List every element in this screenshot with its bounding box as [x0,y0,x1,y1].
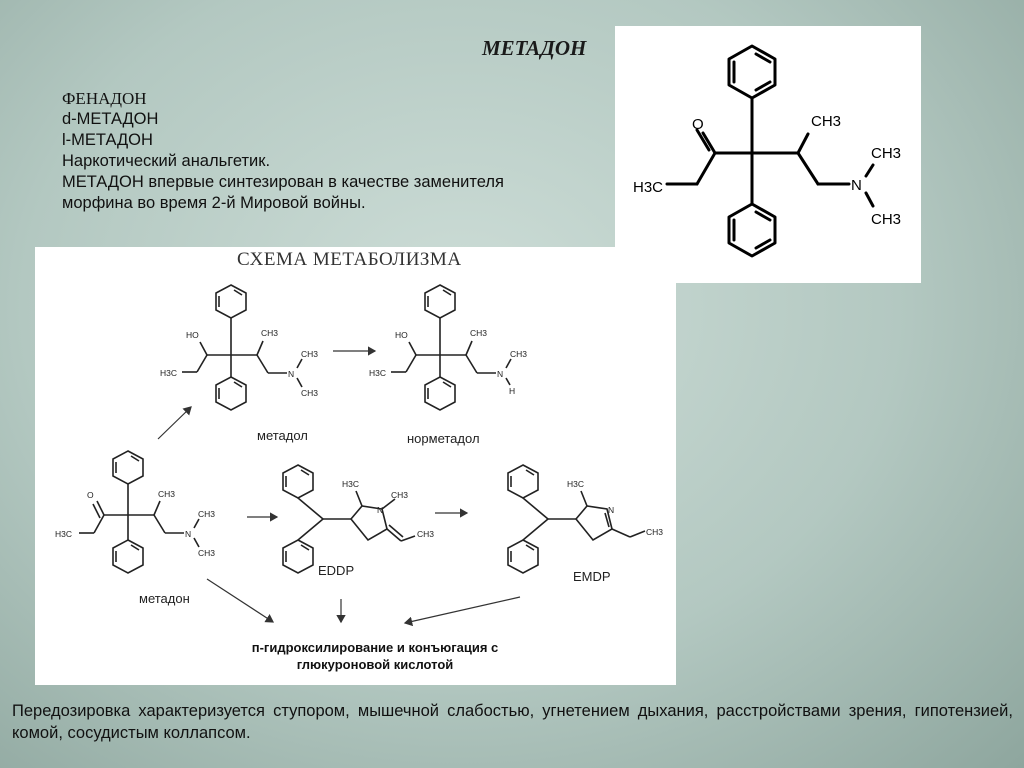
normethadol-n-label: N [497,369,503,379]
eddp-n-label: N [377,505,383,515]
methadol-n-label: N [288,369,294,379]
ch3-label-n-bottom: CH3 [871,211,901,228]
oxygen-label: O [692,116,704,133]
info-line-3: l-МЕТАДОН [62,131,153,149]
methadol-ho-label: HO [186,330,199,340]
methadone-small-structure: O H3C CH3 N CH3 CH3 [55,450,215,574]
methadol-ch3-n2-label: CH3 [301,388,318,398]
arrow-emdp-to-conjugation [403,596,521,627]
methadol-caption: метадол [257,428,308,443]
methadone-ch3-label: CH3 [158,489,175,499]
metabolism-scheme: HO H3C CH3 N CH3 CH3 [55,284,663,627]
arrow-methadone-to-conjugation [206,578,275,623]
methadone-n-label: N [185,529,191,539]
emdp-n-label: N [608,505,614,515]
methadol-structure: HO H3C CH3 N CH3 CH3 [160,284,318,411]
arrow-methadone-to-methadol [157,406,192,440]
eddp-caption: EDDP [318,563,355,578]
info-line-1: ФЕНАДОН [62,89,147,108]
methadone-h3c-label: H3C [55,529,72,539]
emdp-structure: H3C N CH3 [507,464,663,574]
eddp-h3c-label: H3C [342,479,359,489]
ch3-label-n-top: CH3 [871,145,901,162]
conjugation-result: п-гидроксилирование и конъюгация с глюку… [195,639,555,673]
ch3-label-top: CH3 [811,113,841,130]
metabolism-scheme-panel: СХЕМА МЕТАБОЛИЗМА [35,247,676,685]
methadol-ch3-label: CH3 [261,328,278,338]
info-line-4: Наркотический анальгетик. [62,152,271,170]
methadone-caption: метадон [139,591,190,606]
normethadol-caption: норметадол [407,431,480,446]
normethadol-structure: HO H3C CH3 N CH3 H [369,284,527,411]
methadone-ch3-n1-label: CH3 [198,509,215,519]
eddp-ch3-tail-label: CH3 [417,529,434,539]
overdose-text: Передозировка характеризуется ступором, … [12,702,1013,742]
methadone-o-label: O [87,490,94,500]
methadone-ch3-n2-label: CH3 [198,548,215,558]
page-title: МЕТАДОН [482,36,587,60]
h3c-label: H3C [633,179,663,196]
emdp-h3c-label: H3C [567,479,584,489]
normethadol-ho-label: HO [395,330,408,340]
emdp-ch3-label: CH3 [646,527,663,537]
info-block: ФЕНАДОН d-МЕТАДОН l-МЕТАДОН Наркотически… [62,88,504,214]
methadone-structure: O H3C CH3 N CH3 CH3 [633,44,901,258]
scheme-title: СХЕМА МЕТАБОЛИЗМА [237,249,462,270]
methadone-structure-panel: O H3C CH3 N CH3 CH3 [615,26,921,283]
info-line-6: морфина во время 2-й Мировой войны. [62,194,366,212]
emdp-caption: EMDP [573,569,611,584]
normethadol-h-label: H [509,386,515,396]
eddp-structure: H3C N CH3 CH3 [282,464,434,574]
normethadol-ch3-label: CH3 [470,328,487,338]
info-line-5: МЕТАДОН впервые синтезирован в качестве … [62,173,504,191]
normethadol-h3c-label: H3C [369,368,386,378]
conjugation-line-1: п-гидроксилирование и конъюгация с [251,640,499,655]
normethadol-ch3-n-label: CH3 [510,349,527,359]
nitrogen-label: N [851,177,862,194]
methadol-ch3-n1-label: CH3 [301,349,318,359]
conjugation-line-2: глюкуроновой кислотой [296,657,454,672]
methadol-h3c-label: H3C [160,368,177,378]
eddp-ch3-label: CH3 [391,490,408,500]
info-line-2: d-МЕТАДОН [62,110,159,128]
